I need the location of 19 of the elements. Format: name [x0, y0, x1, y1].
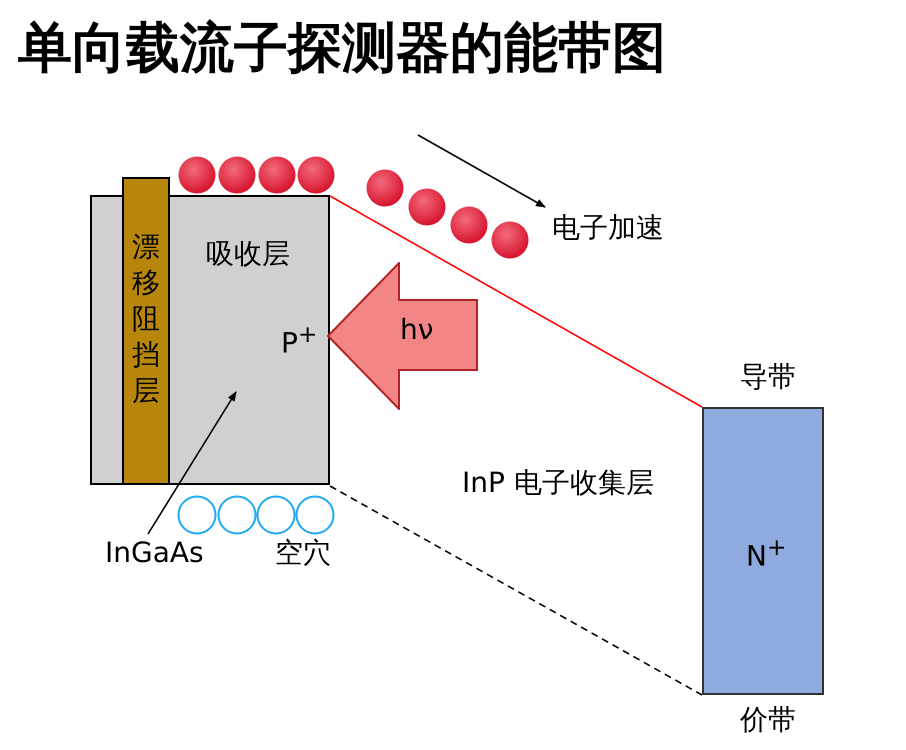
drift-barrier-layer — [122, 177, 170, 485]
doping-label: N$^{+}$ — [746, 535, 786, 572]
photon-label: hν — [400, 315, 434, 346]
layer-label: 吸收层 — [206, 239, 290, 270]
absorption-layer — [168, 195, 330, 485]
conduction-band-line — [330, 195, 702, 408]
leader-arrow — [147, 391, 237, 534]
valence-band-line — [330, 485, 702, 696]
band-label: 价带 — [740, 705, 796, 736]
layer-caption: InP 电子收集层 — [462, 468, 654, 499]
layer-label: 漂移阻挡层 — [131, 229, 161, 409]
caption: 空穴 — [275, 538, 331, 569]
title: 单向载流子探测器的能带图 — [18, 15, 666, 81]
caption: 电子加速 — [552, 213, 664, 244]
doping-label: P$^{+}$ — [281, 322, 318, 360]
photon-arrow — [327, 262, 478, 410]
band-label: 导带 — [740, 362, 796, 393]
collection-layer — [702, 407, 824, 695]
material-label: InGaAs — [105, 538, 240, 572]
